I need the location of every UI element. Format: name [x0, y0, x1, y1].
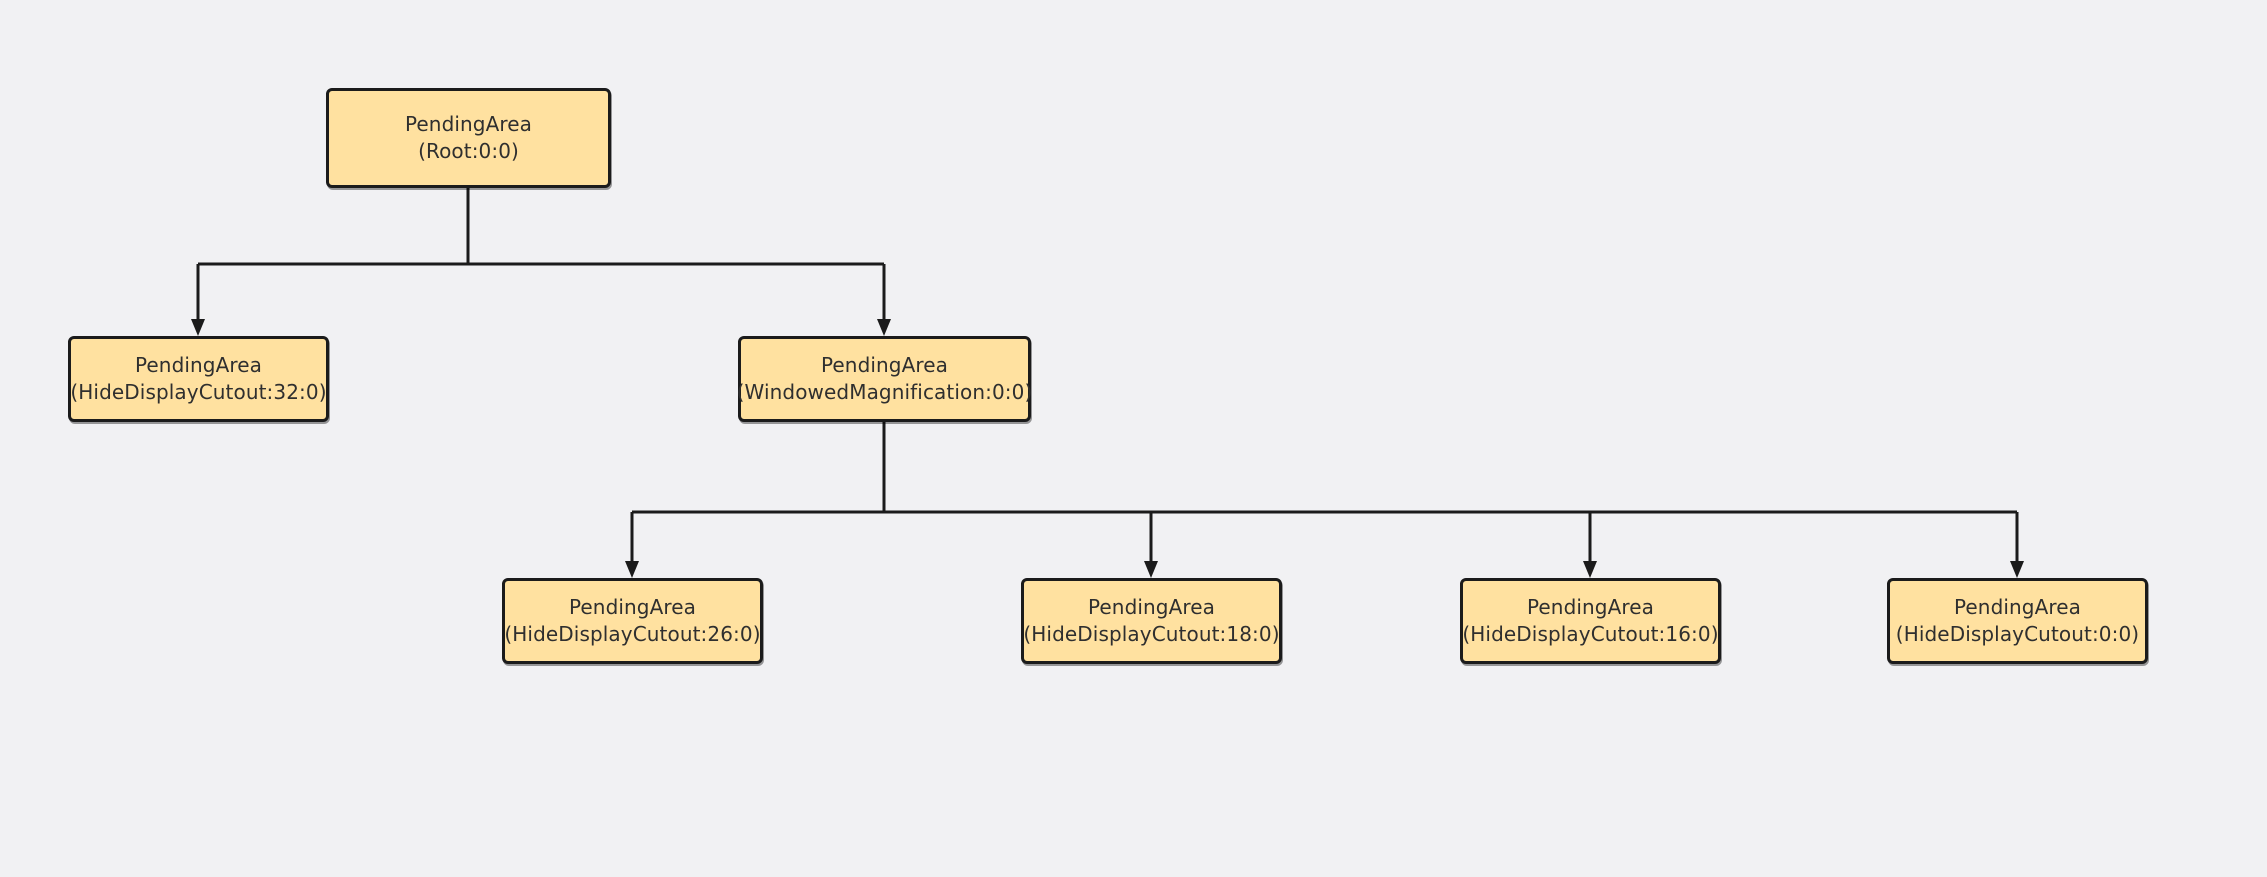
node-subtitle: (WindowedMagnification:0:0) [736, 380, 1033, 404]
tree-node-windowed-magnification-0[interactable]: PendingArea (WindowedMagnification:0:0) [736, 336, 1033, 422]
edge-group-bus-level-1 [191, 188, 891, 336]
node-subtitle: (Root:0:0) [418, 139, 519, 163]
edge-arrowhead-icon [877, 319, 891, 336]
node-title: PendingArea [404, 112, 533, 136]
node-subtitle: (HideDisplayCutout:26:0) [504, 622, 761, 646]
node-title: PendingArea [820, 353, 949, 377]
node-subtitle: (HideDisplayCutout:32:0) [70, 380, 327, 404]
node-subtitle: (HideDisplayCutout:0:0) [1895, 622, 2140, 646]
node-title: PendingArea [1526, 595, 1655, 619]
node-subtitle: (HideDisplayCutout:18:0) [1023, 622, 1280, 646]
edge-arrowhead-icon [2010, 561, 2024, 578]
edge-arrowhead-icon [191, 319, 205, 336]
node-subtitle: (HideDisplayCutout:16:0) [1462, 622, 1719, 646]
tree-node-hide-display-cutout-26[interactable]: PendingArea (HideDisplayCutout:26:0) [502, 578, 763, 664]
tree-node-root[interactable]: PendingArea (Root:0:0) [326, 88, 611, 188]
node-title: PendingArea [568, 595, 697, 619]
tree-node-hide-display-cutout-32[interactable]: PendingArea (HideDisplayCutout:32:0) [68, 336, 329, 422]
tree-node-hide-display-cutout-18[interactable]: PendingArea (HideDisplayCutout:18:0) [1021, 578, 1282, 664]
edge-arrowhead-icon [1144, 561, 1158, 578]
edge-arrowhead-icon [625, 561, 639, 578]
tree-node-hide-display-cutout-0[interactable]: PendingArea (HideDisplayCutout:0:0) [1887, 578, 2148, 664]
tree-node-hide-display-cutout-16[interactable]: PendingArea (HideDisplayCutout:16:0) [1460, 578, 1721, 664]
node-title: PendingArea [1953, 595, 2082, 619]
edge-group-bus-level-2 [625, 422, 2024, 578]
edge-arrowhead-icon [1583, 561, 1597, 578]
node-title: PendingArea [1087, 595, 1216, 619]
node-title: PendingArea [134, 353, 263, 377]
